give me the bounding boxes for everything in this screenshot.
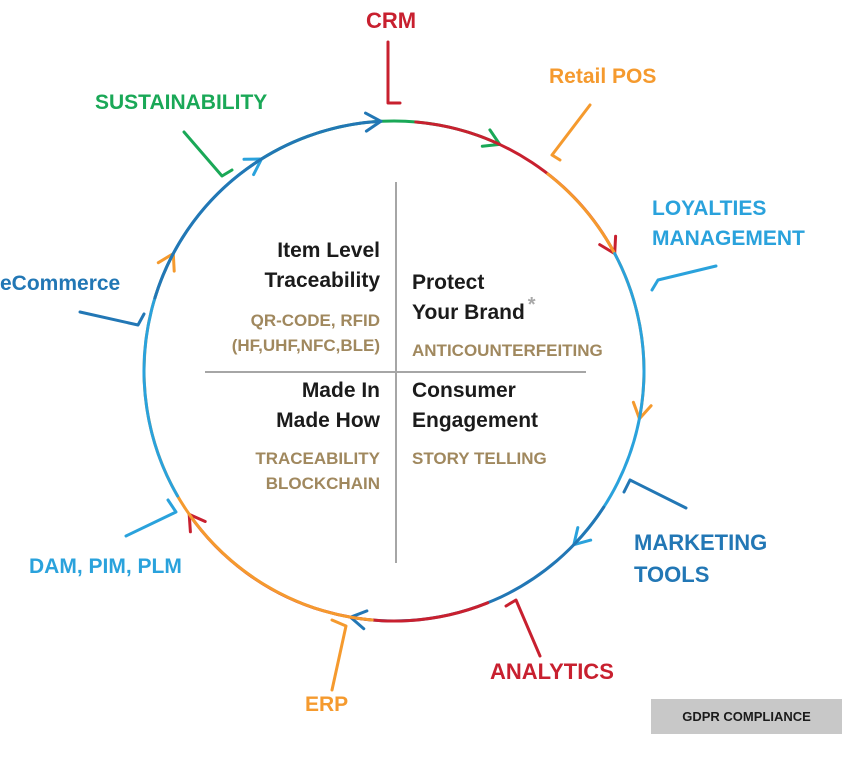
leader-retail-pos [550, 103, 592, 162]
leader-dam [124, 498, 178, 538]
label-marketing-line1: MARKETING [634, 530, 768, 555]
arc-ecommerce-arrowhead-icon [364, 111, 383, 133]
quadrant-title-line2: Made How [276, 409, 380, 432]
quadrant-title-line2: Your Brand* [412, 294, 603, 328]
label-loyalties-line2: MANAGEMENT [652, 227, 805, 250]
label-crm: CRM [366, 8, 417, 33]
quadrant-title-line1: Protect [412, 271, 485, 294]
leader-marketing [622, 478, 688, 510]
quadrant-protect-your-brand: Protect Your Brand* ANTICOUNTERFEITING [412, 268, 603, 363]
leader-sustainability [182, 130, 234, 178]
label-retail-pos: Retail POS [549, 65, 657, 88]
arc-marketing [349, 505, 606, 623]
label-sustainability: SUSTAINABILITY [95, 91, 268, 114]
leader-crm [386, 40, 402, 105]
label-ecommerce: eCommerce [0, 272, 121, 295]
label-erp: ERP [305, 693, 349, 716]
asterisk-icon: * [527, 294, 536, 316]
leader-erp [330, 618, 348, 692]
quadrant-title-line1: Made In [301, 379, 380, 402]
quadrant-sub-line1: TRACEABILITY [255, 449, 380, 468]
quadrant-made-in-made-how: Made In Made How TRACEABILITY BLOCKCHAIN [255, 376, 380, 496]
arc-analytics [187, 512, 490, 623]
label-loyalties-line1: LOYALTIES [652, 197, 767, 220]
quadrant-sub-line1: STORY TELLING [412, 449, 547, 468]
leader-loyalties [650, 264, 718, 292]
arc-ecommerce [153, 119, 383, 300]
quadrant-title-line2: Traceability [264, 269, 380, 292]
gdpr-compliance-badge: GDPR COMPLIANCE [651, 699, 842, 734]
quadrant-title-line1: Item Level [277, 239, 380, 262]
quadrant-title-line2: Engagement [412, 409, 539, 432]
quadrant-item-level-traceability: Item Level Traceability QR-CODE, RFID (H… [232, 236, 380, 358]
quadrant-title-text: Your Brand [412, 301, 525, 324]
label-marketing-tools: MARKETING TOOLS [634, 527, 767, 591]
label-marketing-line2: TOOLS [634, 562, 710, 587]
quadrant-sub-line2: BLOCKCHAIN [265, 474, 380, 493]
label-dam-pim-plm: DAM, PIM, PLM [29, 555, 182, 578]
label-loyalties-management: LOYALTIES MANAGEMENT [652, 194, 805, 254]
label-analytics: ANALYTICS [490, 659, 614, 684]
quadrant-sub-line1: QR-CODE, RFID [250, 311, 380, 330]
quadrant-sub-line1: ANTICOUNTERFEITING [412, 341, 603, 360]
leader-ecommerce [78, 310, 146, 327]
quadrant-sub-line2: (HF,UHF,NFC,BLE) [231, 336, 380, 355]
quadrant-consumer-engagement: Consumer Engagement STORY TELLING [412, 376, 547, 471]
quadrant-title-line1: Consumer [412, 379, 516, 402]
arc-crm [414, 120, 617, 256]
leader-analytics [504, 598, 542, 658]
